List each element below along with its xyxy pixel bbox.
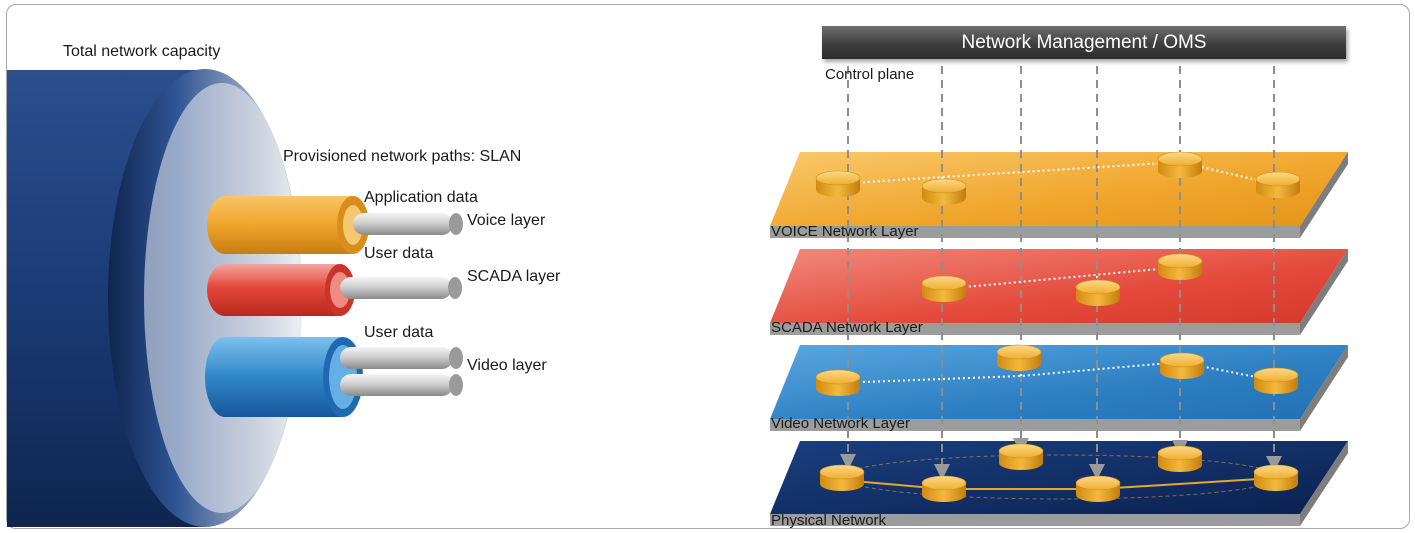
scada-network-layer-label: SCADA Network Layer bbox=[771, 319, 923, 336]
voice-path-tube bbox=[207, 196, 369, 254]
video-path-data-label: User data bbox=[364, 324, 434, 341]
total-capacity-title: Total network capacity bbox=[63, 43, 221, 60]
network-node bbox=[1255, 171, 1301, 198]
voice-layer-plate bbox=[770, 152, 1348, 238]
network-node bbox=[819, 464, 865, 491]
scada-layer-label: SCADA layer bbox=[467, 268, 561, 285]
network-management-oms-bar: Network Management / OMS bbox=[822, 26, 1346, 59]
voice-network-layer-label: VOICE Network Layer bbox=[771, 223, 919, 240]
cable-cross-section-diagram bbox=[7, 69, 463, 527]
network-node bbox=[1075, 279, 1121, 306]
video-network-layer-label: Video Network Layer bbox=[771, 415, 910, 432]
network-node bbox=[1159, 352, 1205, 379]
video-wire-1 bbox=[340, 347, 463, 369]
voice-layer-label: Voice layer bbox=[467, 212, 546, 229]
video-path-tube bbox=[205, 337, 363, 417]
scada-path-data-label: User data bbox=[364, 245, 434, 262]
network-node bbox=[921, 178, 967, 205]
control-plane-label: Control plane bbox=[825, 66, 915, 83]
network-node bbox=[996, 344, 1042, 371]
network-node bbox=[815, 170, 861, 197]
scada-wire bbox=[340, 277, 462, 299]
network-nodes bbox=[815, 151, 1301, 502]
network-node bbox=[921, 475, 967, 502]
network-node bbox=[1075, 475, 1121, 502]
voice-path-data-label: Application data bbox=[364, 189, 478, 206]
network-node bbox=[1157, 253, 1203, 280]
video-layer-label: Video layer bbox=[467, 357, 547, 374]
network-node bbox=[921, 275, 967, 302]
network-node bbox=[1253, 367, 1299, 394]
scada-layer-plate bbox=[770, 249, 1348, 335]
network-node bbox=[1253, 464, 1299, 491]
video-wire-2 bbox=[340, 374, 463, 396]
physical-network-label: Physical Network bbox=[771, 512, 887, 529]
network-node bbox=[1157, 445, 1203, 472]
voice-wire bbox=[353, 213, 463, 235]
provisioned-paths-subtitle: Provisioned network paths: SLAN bbox=[283, 148, 522, 165]
control-plane-lines bbox=[840, 66, 1282, 480]
network-node bbox=[815, 369, 861, 396]
physical-node-links bbox=[841, 477, 1277, 490]
network-node bbox=[1157, 151, 1203, 178]
network-node bbox=[998, 443, 1044, 470]
